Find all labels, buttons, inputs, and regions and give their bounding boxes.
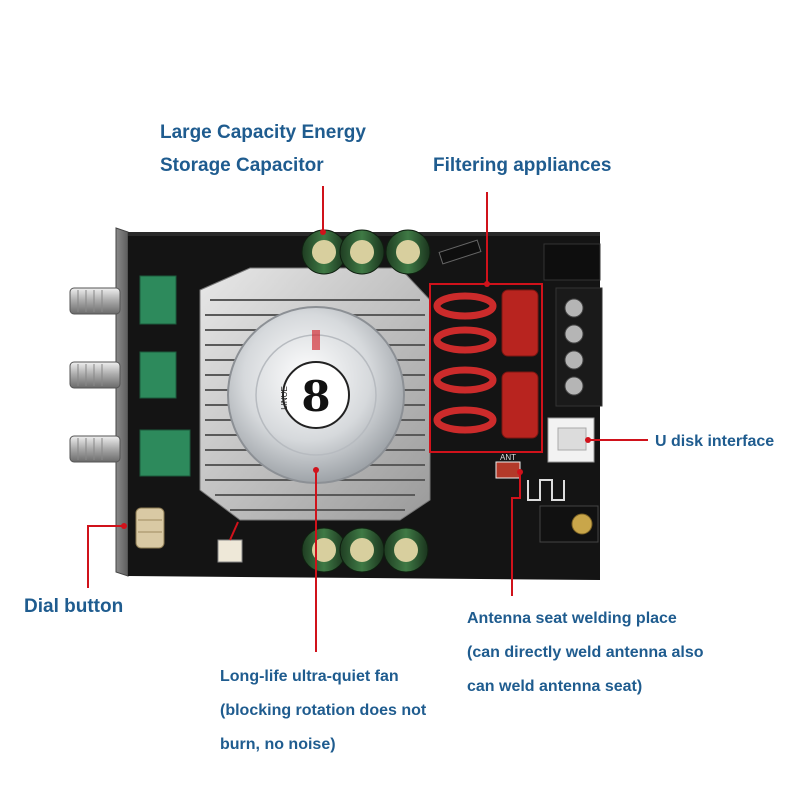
usb-port: [547, 417, 595, 463]
fan-callout: Long-life ultra-quiet fan (blocking rota…: [220, 660, 426, 762]
antenna-callout-line3: can weld antenna seat): [467, 678, 643, 695]
capacitor-callout-line2: Storage Capacitor: [160, 155, 324, 176]
antenna-callout-line1: Antenna seat welding place: [467, 610, 677, 627]
dial-callout: Dial button: [24, 594, 123, 620]
cooling-fan: 8 LINUE: [227, 306, 405, 484]
treble-knob: [69, 361, 121, 389]
udisk-callout: U disk interface: [655, 430, 774, 454]
potentiometer-3: [139, 429, 191, 477]
filtering-section: [429, 283, 543, 453]
diode: [438, 239, 482, 265]
capacitor-callout-line1: Large Capacity Energy: [160, 122, 366, 143]
dial-callout-line1: Dial button: [24, 596, 124, 617]
fan-connector: [217, 521, 243, 563]
udisk-callout-line1: U disk interface: [655, 433, 775, 450]
fan-callout-line2: (blocking rotation does not: [220, 702, 427, 719]
volume-knob: [69, 287, 121, 315]
filter-callout-line1: Filtering appliances: [433, 155, 612, 176]
potentiometer-2: [139, 351, 177, 399]
potentiometer-1: [139, 275, 177, 325]
capacitor-top-group: [301, 229, 431, 275]
fan-brand: LINUE: [280, 386, 289, 410]
capacitor-bottom-group: [301, 527, 429, 573]
bluetooth-antenna-trace: [527, 479, 565, 501]
power-jack: [543, 243, 601, 281]
pointer-dots: [121, 229, 591, 529]
pointer-lines: [87, 186, 648, 652]
capacitor-callout: Large Capacity Energy Storage Capacitor: [160, 116, 366, 182]
audio-jack: [539, 505, 599, 543]
bass-knob: [69, 435, 121, 463]
fan-callout-line3: burn, no noise): [220, 736, 336, 753]
antenna-callout-line2: (can directly weld antenna also: [467, 644, 704, 661]
dial-button: [135, 507, 165, 549]
ant-label: ANT: [500, 453, 516, 462]
antenna-callout: Antenna seat welding place (can directly…: [467, 602, 704, 704]
speaker-terminal-block: [555, 287, 603, 407]
fan-logo: 8: [301, 372, 330, 421]
fan-callout-line1: Long-life ultra-quiet fan: [220, 668, 399, 685]
filter-callout: Filtering appliances: [433, 152, 611, 180]
